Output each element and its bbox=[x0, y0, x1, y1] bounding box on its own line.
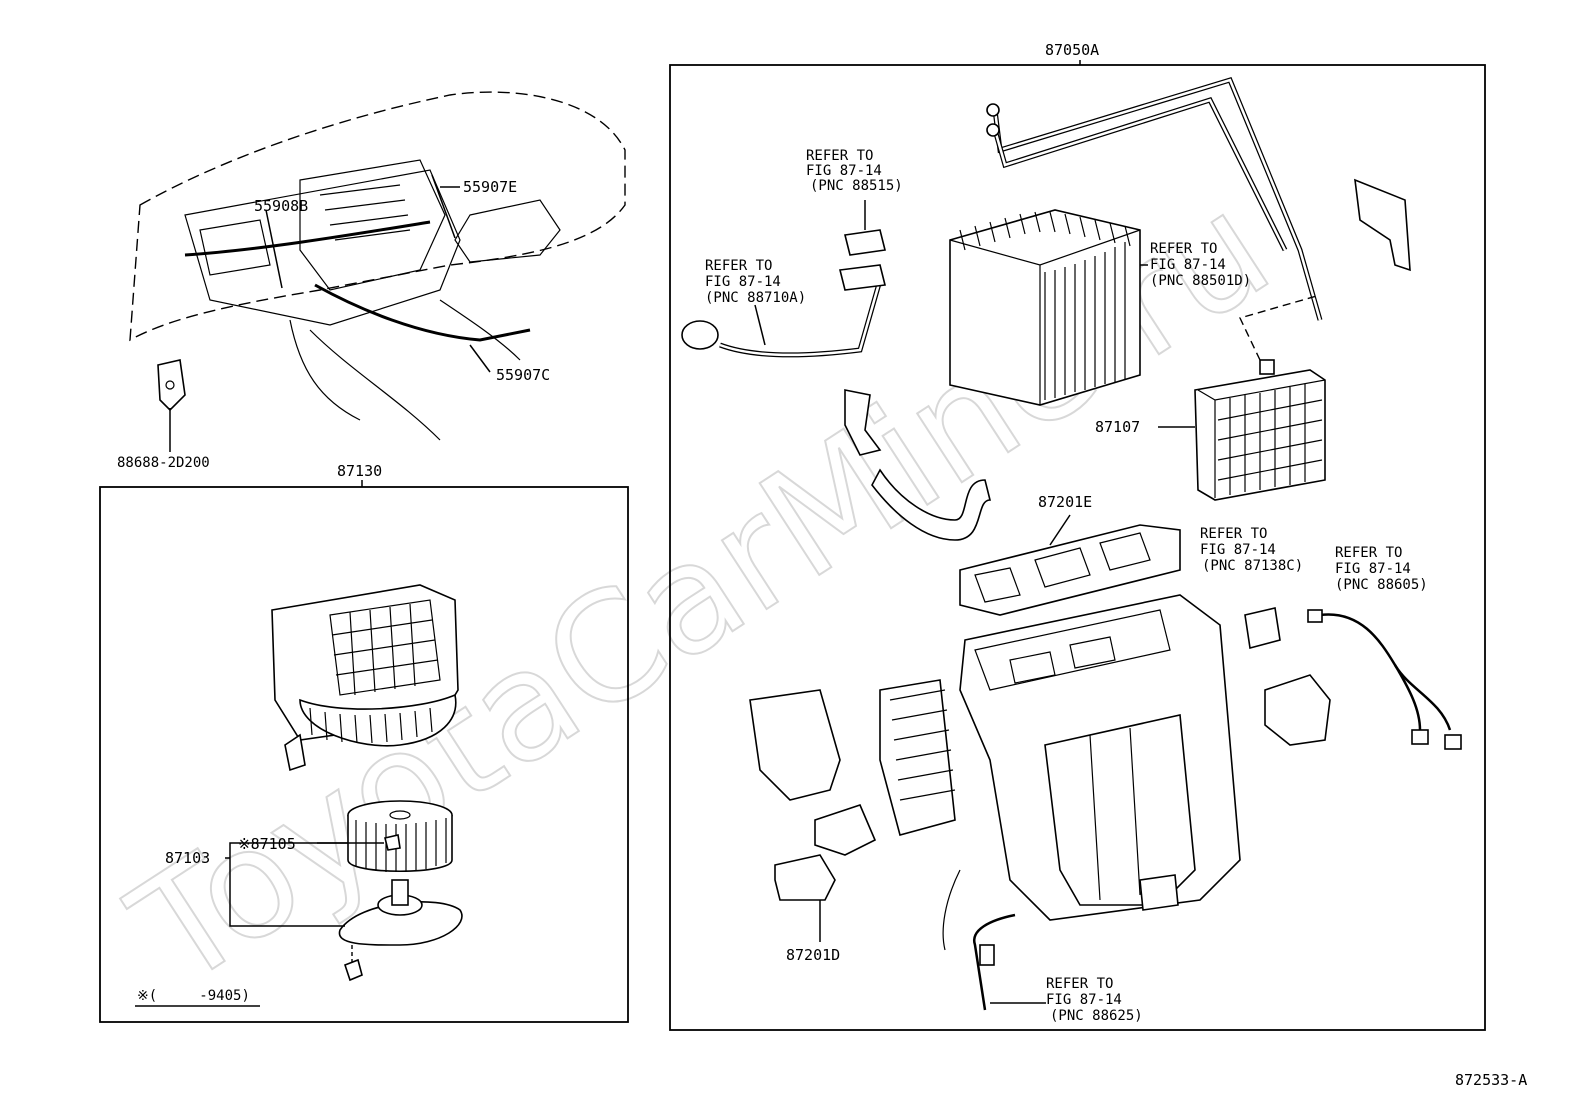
refer-88501d: REFER TO FIG 87-14 (PNC 88501D) bbox=[1150, 241, 1251, 289]
main-box-frame bbox=[669, 64, 1486, 1031]
svg-text:(PNC 87138C): (PNC 87138C) bbox=[1202, 558, 1303, 574]
part-label-55908b: 55908B bbox=[254, 197, 308, 215]
refer-88605: REFER TO FIG 87-14 (PNC 88605) bbox=[1335, 545, 1428, 593]
hvac-unit bbox=[879, 594, 1241, 921]
wire-harness bbox=[1307, 609, 1462, 750]
heater-core bbox=[1194, 359, 1326, 501]
duct-piece bbox=[814, 804, 877, 856]
thermistor bbox=[844, 389, 882, 456]
part-label-55907e: 55907E bbox=[463, 178, 517, 196]
part-label-87103: 87103 bbox=[165, 849, 210, 867]
refer-88515: REFER TO FIG 87-14 (PNC 88515) bbox=[806, 148, 903, 194]
svg-text:FIG 87-14: FIG 87-14 bbox=[1335, 561, 1411, 577]
part-label-55907c: 55907C bbox=[496, 366, 550, 384]
svg-text:REFER TO: REFER TO bbox=[1046, 976, 1113, 992]
diagram-code: 872533-A bbox=[1455, 1071, 1527, 1089]
drain-tube bbox=[942, 869, 961, 951]
svg-text:(PNC 88515): (PNC 88515) bbox=[810, 178, 903, 194]
foot-duct-right bbox=[1264, 674, 1331, 746]
blower-box-frame bbox=[99, 486, 629, 1023]
svg-text:(PNC 88625): (PNC 88625) bbox=[1050, 1008, 1143, 1024]
part-label-87201e: 87201E bbox=[1038, 493, 1092, 511]
part-label-87107: 87107 bbox=[1095, 418, 1140, 436]
temp-sensor-wire bbox=[973, 913, 1016, 1011]
drain-hose bbox=[871, 468, 992, 541]
part-label-87105: ※87105 bbox=[238, 835, 296, 853]
svg-text:REFER TO: REFER TO bbox=[806, 148, 873, 164]
temp-sensor bbox=[979, 944, 995, 966]
main-box-title: 87050A bbox=[1045, 41, 1099, 59]
foot-duct-left bbox=[749, 689, 841, 801]
svg-text:FIG 87-14: FIG 87-14 bbox=[1200, 542, 1276, 558]
svg-text:(PNC 88710A): (PNC 88710A) bbox=[705, 290, 806, 306]
fan-wheel bbox=[347, 800, 453, 873]
svg-text:FIG 87-14: FIG 87-14 bbox=[705, 274, 781, 290]
blower-motor bbox=[338, 834, 463, 982]
duct-87201d bbox=[774, 854, 836, 901]
blower-box-title: 87130 bbox=[337, 462, 382, 480]
production-date-note: ※( -9405) bbox=[137, 988, 250, 1004]
expansion-valve bbox=[844, 229, 886, 256]
svg-text:(PNC 88605): (PNC 88605) bbox=[1335, 577, 1428, 593]
svg-text:(PNC 88501D): (PNC 88501D) bbox=[1150, 273, 1251, 289]
svg-text:REFER TO: REFER TO bbox=[1150, 241, 1217, 257]
svg-text:REFER TO: REFER TO bbox=[705, 258, 772, 274]
suction-pipe bbox=[681, 264, 886, 358]
evaporator bbox=[949, 209, 1141, 406]
svg-text:REFER TO: REFER TO bbox=[1200, 526, 1267, 542]
svg-text:FIG 87-14: FIG 87-14 bbox=[1150, 257, 1226, 273]
bracket bbox=[1354, 178, 1411, 272]
ac-pipes bbox=[986, 76, 1323, 321]
refer-88710a: REFER TO FIG 87-14 (PNC 88710A) bbox=[705, 258, 806, 306]
blower-unit bbox=[271, 584, 459, 772]
refer-87138c: REFER TO FIG 87-14 (PNC 87138C) bbox=[1200, 526, 1303, 574]
upper-duct bbox=[959, 524, 1181, 616]
refer-88625: REFER TO FIG 87-14 (PNC 88625) bbox=[1046, 976, 1143, 1024]
svg-text:REFER TO: REFER TO bbox=[1335, 545, 1402, 561]
part-label-88688-2d200: 88688-2D200 bbox=[117, 455, 210, 471]
servo-motor bbox=[1244, 607, 1281, 650]
svg-text:FIG 87-14: FIG 87-14 bbox=[1046, 992, 1122, 1008]
part-label-87201d: 87201D bbox=[786, 946, 840, 964]
svg-text:FIG 87-14: FIG 87-14 bbox=[806, 163, 882, 179]
dashboard-assembly bbox=[129, 91, 626, 441]
